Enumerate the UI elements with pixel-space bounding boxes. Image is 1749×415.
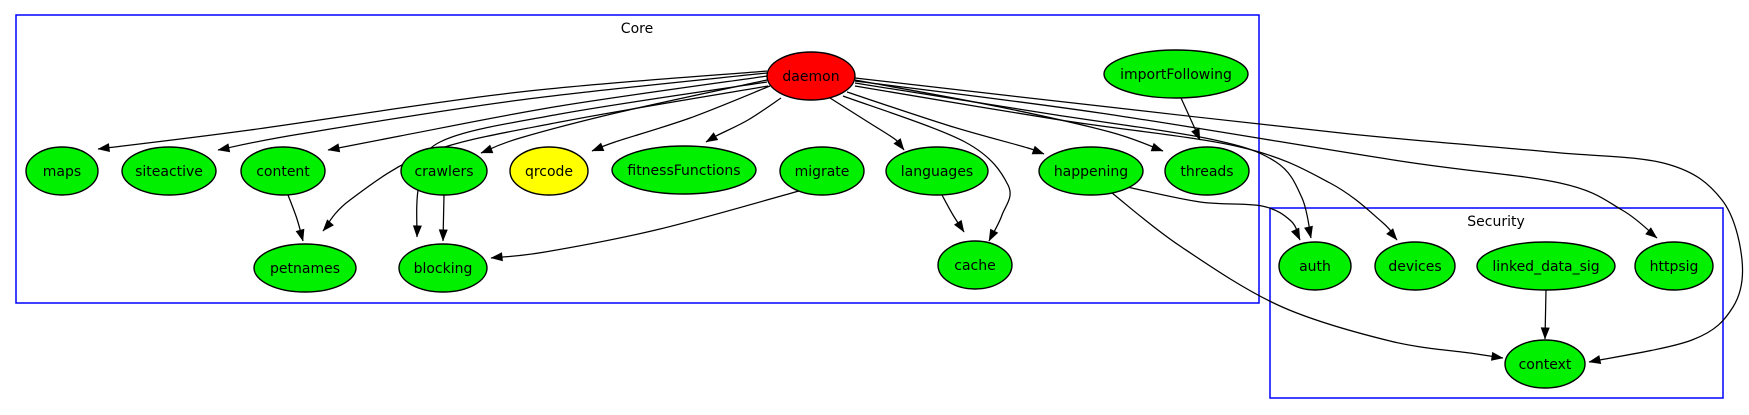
node-threads-label: threads [1180,164,1233,180]
node-blocking-label: blocking [414,261,473,277]
node-context: context [1504,339,1586,389]
node-fitnessFunctions-ellipse [611,145,757,195]
edge-crawlers-blocking [438,194,448,242]
cluster-security-box [1269,207,1724,399]
edge-daemon-content [327,75,768,153]
node-linked_data_sig: linked_data_sig [1476,241,1616,291]
node-context-ellipse [1504,339,1586,389]
edge-happening-auth [1126,186,1301,241]
node-fitnessFunctions: fitnessFunctions [611,145,757,195]
node-happening: happening [1038,146,1144,196]
node-maps-ellipse [25,146,99,196]
edge-languages-cache [941,194,965,233]
node-devices-ellipse [1374,241,1456,291]
edge-daemon-fitnessFunctions [705,97,782,143]
node-cache-ellipse [937,240,1013,290]
node-siteactive: siteactive [121,146,217,196]
node-migrate: migrate [779,146,865,196]
edge-daemon-crawlers [480,79,768,154]
node-crawlers: crawlers [400,146,488,196]
node-petnames-label: petnames [270,261,340,277]
edge-daemon-devices [854,85,1398,241]
node-migrate-ellipse [779,146,865,196]
edge-daemon-context [854,77,1744,364]
node-linked_data_sig-label: linked_data_sig [1492,259,1599,275]
node-threads: threads [1164,146,1250,196]
node-maps: maps [25,146,99,196]
edge-happening-context [1111,192,1504,361]
edge-daemon-auth [854,82,1313,239]
node-happening-ellipse [1038,146,1144,196]
nodes-layer: daemon importFollowing maps siteactive conte… [25,49,1714,389]
edge-importFollowing-threads [1180,97,1201,141]
node-qrcode-label: qrcode [525,164,573,180]
cluster-core-box [15,14,1260,304]
node-linked_data_sig-ellipse [1476,241,1616,291]
node-cache-label: cache [954,258,995,274]
node-daemon: daemon [766,51,856,101]
node-qrcode: qrcode [509,146,589,196]
node-context-label: context [1519,357,1572,373]
edge-daemon-cache [842,95,1011,242]
edge-daemon-qrcode [591,85,771,152]
node-auth: auth [1278,241,1352,291]
node-crawlers-ellipse [400,146,488,196]
node-auth-ellipse [1278,241,1352,291]
node-happening-label: happening [1054,164,1128,180]
node-qrcode-ellipse [509,146,589,196]
edge-content-petnames [287,194,305,242]
node-siteactive-ellipse [121,146,217,196]
edge-daemon-happening [846,91,1045,155]
node-petnames-ellipse [253,243,357,293]
edge-daemon-petnames [322,85,769,232]
node-languages-ellipse [885,146,989,196]
node-devices-label: devices [1388,259,1441,275]
node-importFollowing: importFollowing [1103,49,1249,99]
node-httpsig-ellipse [1634,241,1714,291]
edge-migrate-blocking [490,190,800,262]
node-siteactive-label: siteactive [135,164,203,180]
edge-daemon-httpsig [854,80,1658,239]
node-languages-label: languages [901,164,973,180]
node-content: content [240,146,326,196]
node-fitnessFunctions-label: fitnessFunctions [627,163,740,179]
node-devices: devices [1374,241,1456,291]
node-auth-label: auth [1299,259,1331,275]
cluster-core-label: Core [621,21,653,37]
node-petnames: petnames [253,243,357,293]
node-content-ellipse [240,146,326,196]
node-daemon-label: daemon [782,69,839,85]
edge-daemon-maps [97,70,768,153]
node-crawlers-label: crawlers [414,164,473,180]
edge-daemon-threads [854,79,1164,152]
node-blocking-ellipse [398,243,488,293]
node-threads-ellipse [1164,146,1250,196]
node-httpsig: httpsig [1634,241,1714,291]
edge-daemon-languages [829,97,905,151]
node-maps-label: maps [43,164,81,180]
edges-layer [97,70,1744,364]
node-migrate-label: migrate [795,164,850,180]
node-daemon-ellipse [766,51,856,101]
node-httpsig-label: httpsig [1650,259,1699,275]
node-languages: languages [885,146,989,196]
edge-linked_data_sig-context [1540,289,1550,340]
node-importFollowing-ellipse [1103,49,1249,99]
node-importFollowing-label: importFollowing [1120,67,1232,83]
edge-daemon-siteactive [217,72,768,153]
node-content-label: content [256,164,310,180]
node-cache: cache [937,240,1013,290]
cluster-security-label: Security [1467,214,1525,230]
node-blocking: blocking [398,243,488,293]
